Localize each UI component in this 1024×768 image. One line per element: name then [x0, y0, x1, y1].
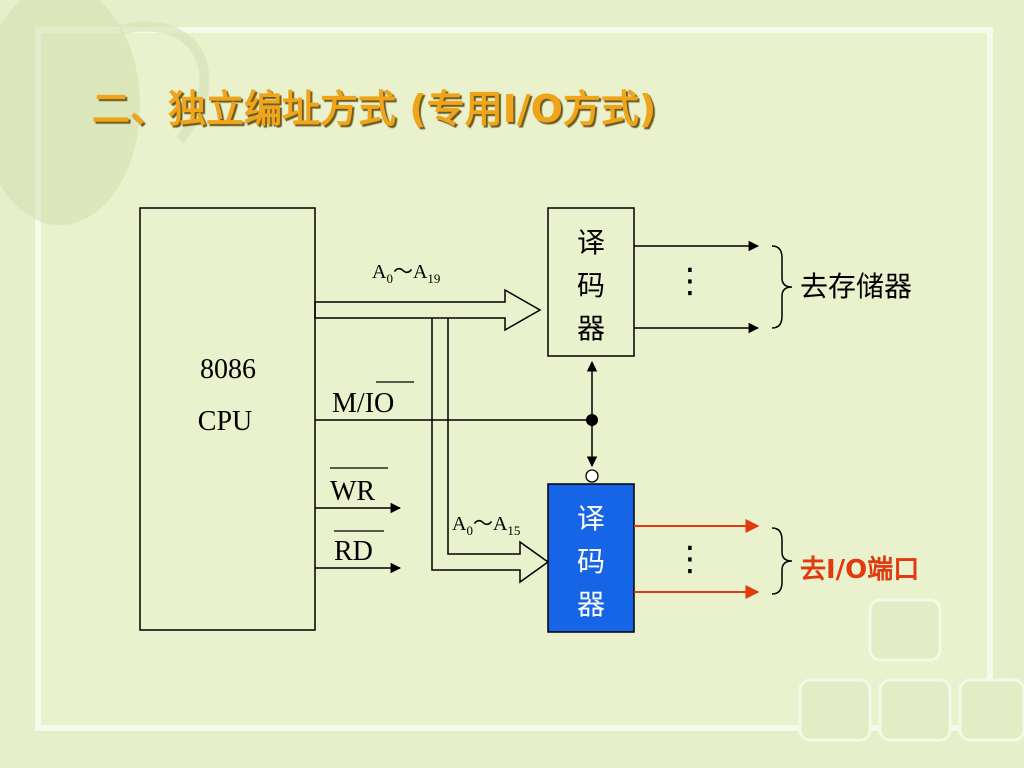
addr-io-a2: A	[493, 513, 508, 535]
addr-mem-sub-from: 0	[386, 271, 393, 286]
address-bus-io-label: A0～A15	[452, 513, 520, 538]
rd-label: RD	[334, 536, 373, 567]
address-bus-memory-arrow	[314, 288, 542, 332]
mio-prefix: M/	[332, 388, 365, 419]
content-panel	[35, 27, 993, 731]
io-output-ellipsis: ⋮	[673, 539, 707, 579]
keyboard-key	[868, 598, 942, 662]
mouse-cable	[118, 21, 210, 144]
mio-overbar-text: IO	[365, 388, 395, 419]
to-io-port-label: 去I/O端口	[800, 555, 919, 585]
memory-brace	[771, 245, 793, 329]
cpu-block	[139, 207, 316, 631]
addr-mem-a: A	[372, 261, 387, 283]
io-brace	[771, 527, 793, 595]
keyboard-key	[958, 678, 1024, 742]
address-bus-memory-label: A0～A19	[372, 261, 440, 286]
decoder-memory-char2: 码	[577, 269, 605, 302]
addr-io-sub-to: 15	[507, 523, 520, 538]
mio-junction-dot	[586, 414, 598, 426]
decoder-memory-char3: 器	[577, 312, 605, 345]
io-enable-inverter-bubble	[585, 469, 599, 483]
to-memory-label: 去存储器	[800, 270, 912, 303]
addr-mem-sep: ～	[393, 261, 413, 283]
decoder-io-char1: 译	[577, 502, 605, 535]
addr-io-sep: ～	[473, 513, 493, 535]
slide-title: 二、独立编址方式 (专用I/O方式)	[92, 87, 657, 131]
addr-io-sub-from: 0	[466, 523, 473, 538]
mio-label: M/IO	[332, 388, 394, 419]
addr-mem-sub-to: 19	[427, 271, 440, 286]
cpu-label-8086: 8086	[200, 354, 256, 385]
decoder-io-block	[547, 483, 635, 633]
cpu-label-cpu: CPU	[198, 406, 252, 437]
decoder-memory-char1: 译	[577, 226, 605, 259]
keyboard-key	[798, 678, 872, 742]
mouse-shape	[0, 0, 140, 225]
address-bus-io-arrow	[431, 318, 550, 584]
addr-io-a: A	[452, 513, 467, 535]
keyboard-key	[878, 678, 952, 742]
addr-mem-a2: A	[413, 261, 428, 283]
decoder-memory-block	[547, 207, 635, 357]
decoder-io-char3: 器	[577, 588, 605, 621]
memory-output-ellipsis: ⋮	[673, 261, 707, 301]
wr-label: WR	[330, 476, 375, 507]
decoder-io-char2: 码	[577, 545, 605, 578]
